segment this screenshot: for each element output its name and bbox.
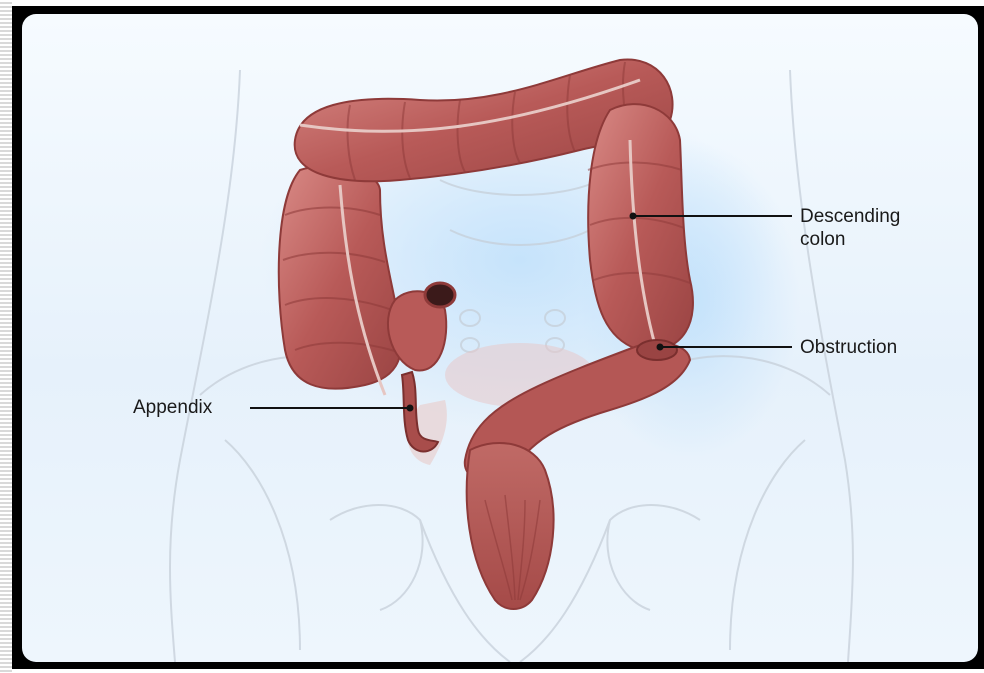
descending-colon-label-line1: Descending — [800, 206, 900, 228]
obstruction-label: Obstruction — [800, 337, 897, 359]
descending-colon-organ — [588, 104, 693, 350]
appendix-label: Appendix — [133, 397, 212, 419]
ileum-opening — [425, 283, 455, 307]
obstruction-constriction — [637, 340, 677, 360]
appendix-dot — [407, 405, 414, 412]
descending-colon-dot — [630, 213, 637, 220]
descending-colon-label-line2: colon — [800, 229, 845, 251]
obstruction-dot — [657, 344, 664, 351]
rectum — [467, 443, 554, 609]
